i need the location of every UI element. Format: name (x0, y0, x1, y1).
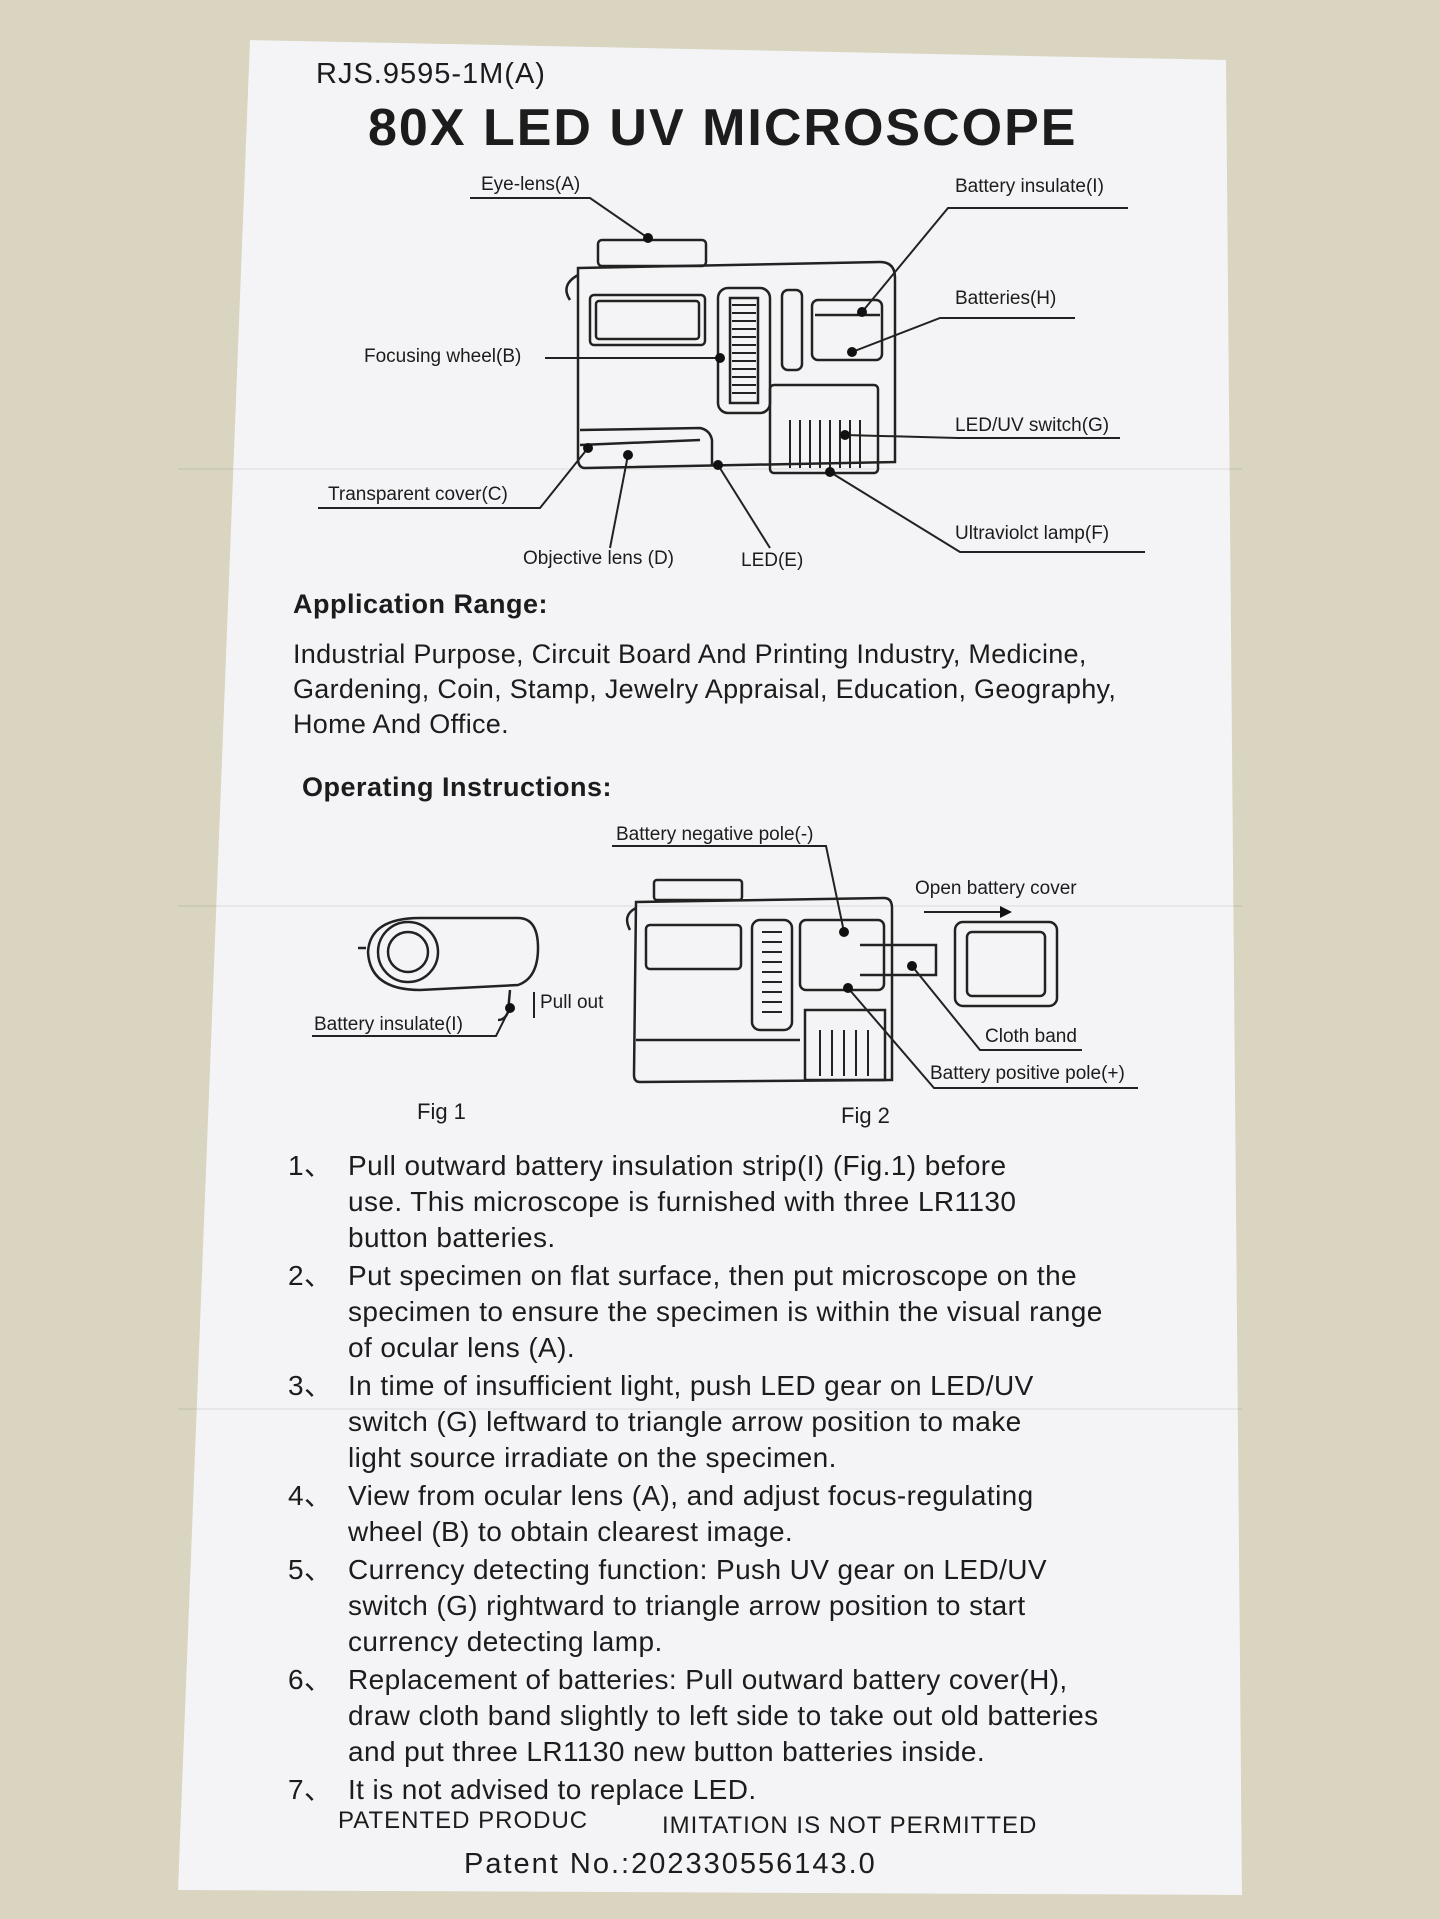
label-negative-pole: Battery negative pole(-) (616, 824, 814, 845)
label-eye-lens: Eye-lens(A) (481, 174, 581, 195)
step-number: 6、 (288, 1664, 333, 1695)
step-line: View from ocular lens (A), and adjust fo… (348, 1480, 1034, 1511)
step-line: switch (G) leftward to triangle arrow po… (348, 1406, 1022, 1437)
application-line: Industrial Purpose, Circuit Board And Pr… (293, 639, 1087, 669)
step-number: 4、 (288, 1480, 333, 1511)
label-led: LED(E) (741, 550, 804, 571)
label-objective-lens: Objective lens (D) (523, 548, 674, 569)
step-line: button batteries. (348, 1222, 556, 1253)
step-line: In time of insufficient light, push LED … (348, 1370, 1034, 1401)
step-number: 1、 (288, 1150, 333, 1181)
label-positive-pole: Battery positive pole(+) (930, 1063, 1125, 1084)
label-batteries: Batteries(H) (955, 288, 1057, 309)
fold-crease (178, 1408, 1242, 1410)
fig1-caption: Fig 1 (417, 1099, 466, 1124)
instruction-sheet (178, 40, 1242, 1895)
fold-crease (178, 468, 1242, 470)
fold-crease (178, 905, 1242, 907)
step-number: 5、 (288, 1554, 333, 1585)
application-heading: Application Range: (293, 589, 549, 619)
step-line: Currency detecting function: Push UV gea… (348, 1554, 1047, 1585)
patent-number: Patent No.:202330556143.0 (464, 1848, 877, 1880)
instruction-list: 1、 Pull outward battery insulation strip(… (288, 1148, 1168, 1810)
step-line: Put specimen on flat surface, then put m… (348, 1260, 1078, 1291)
model-number: RJS.9595-1M(A) (316, 58, 546, 90)
step-line: use. This microscope is furnished with t… (348, 1186, 1017, 1217)
application-line: Gardening, Coin, Stamp, Jewelry Appraisa… (293, 674, 1117, 704)
step-line: of ocular lens (A). (348, 1332, 576, 1363)
operating-heading: Operating Instructions: (302, 772, 613, 802)
step-line: specimen to ensure the specimen is withi… (348, 1296, 1103, 1327)
step-line: It is not advised to replace LED. (348, 1774, 757, 1805)
instruction-step: 2、 Put specimen on flat surface, then put… (288, 1258, 1168, 1366)
step-number: 3、 (288, 1370, 333, 1401)
step-number: 7、 (288, 1774, 333, 1805)
fig2-caption: Fig 2 (841, 1103, 890, 1128)
application-line: Home And Office. (293, 709, 509, 739)
step-number: 2、 (288, 1260, 333, 1291)
label-transparent-cover: Transparent cover(C) (328, 484, 508, 505)
step-line: currency detecting lamp. (348, 1626, 663, 1657)
label-cloth-band: Cloth band (985, 1026, 1077, 1047)
step-line: Pull outward battery insulation strip(I)… (348, 1150, 1007, 1181)
step-line: and put three LR1130 new button batterie… (348, 1736, 986, 1767)
label-open-cover: Open battery cover (915, 878, 1077, 899)
instruction-step: 7、 It is not advised to replace LED. (288, 1772, 1168, 1808)
page-title: 80X LED UV MICROSCOPE (368, 99, 1078, 157)
step-line: draw cloth band slightly to left side to… (348, 1700, 1099, 1731)
step-line: Replacement of batteries: Pull outward b… (348, 1664, 1068, 1695)
instruction-step: 5、 Currency detecting function: Push UV g… (288, 1552, 1168, 1660)
label-battery-insulate: Battery insulate(I) (955, 176, 1104, 197)
step-line: switch (G) rightward to triangle arrow p… (348, 1590, 1026, 1621)
patented-notice: PATENTED PRODUC (338, 1807, 589, 1834)
label-pull-out: Pull out (540, 992, 604, 1013)
step-line: wheel (B) to obtain clearest image. (348, 1516, 794, 1547)
label-uv-lamp: Ultraviolct lamp(F) (955, 523, 1110, 544)
instruction-step: 3、 In time of insufficient light, push LE… (288, 1368, 1168, 1476)
instruction-step: 6、 Replacement of batteries: Pull outward… (288, 1662, 1168, 1770)
step-line: light source irradiate on the specimen. (348, 1442, 837, 1473)
instruction-step: 1、 Pull outward battery insulation strip(… (288, 1148, 1168, 1256)
label-led-uv-switch: LED/UV switch(G) (955, 415, 1110, 436)
imitation-notice: IMITATION IS NOT PERMITTED (662, 1812, 1038, 1839)
label-fig1-battery-insulate: Battery insulate(I) (314, 1014, 463, 1035)
instruction-step: 4、 View from ocular lens (A), and adjust … (288, 1478, 1168, 1550)
label-focusing-wheel: Focusing wheel(B) (364, 346, 522, 367)
